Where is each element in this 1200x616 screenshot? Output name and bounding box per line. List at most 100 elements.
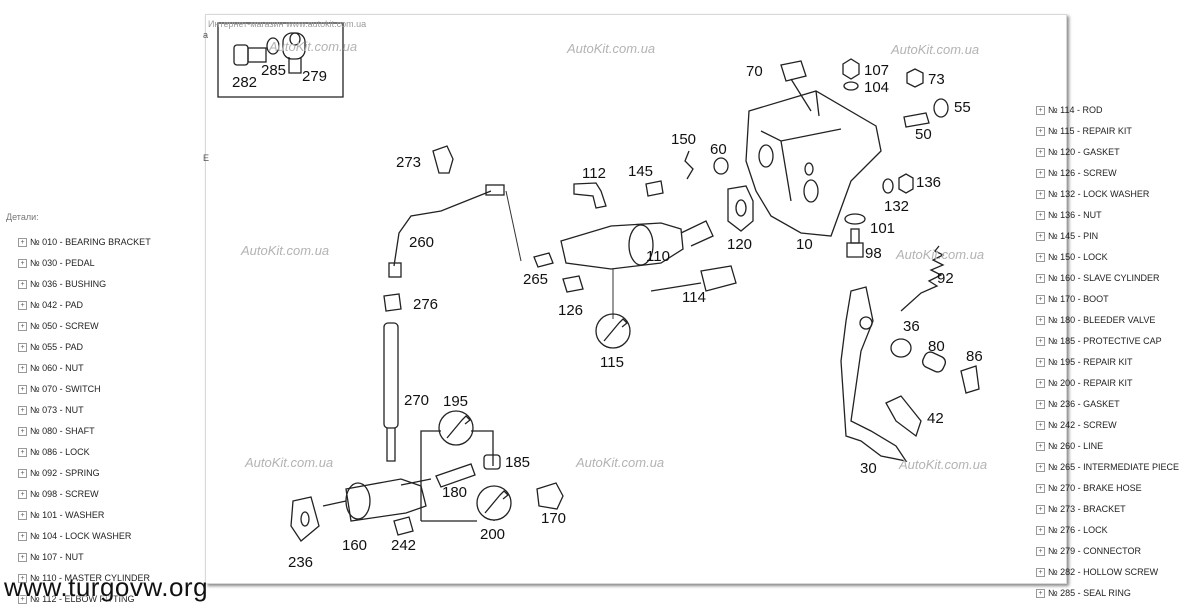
part-list-item[interactable]: +№ 260 - LINE — [1036, 436, 1179, 457]
part-list-item[interactable]: +№ 070 - SWITCH — [18, 379, 151, 400]
watermarks: AutoKit.com.ua AutoKit.com.ua AutoKit.co… — [240, 39, 987, 472]
part-126-screw — [562, 275, 584, 293]
callout-92: 92 — [937, 270, 954, 287]
part-list-item[interactable]: +№ 107 - NUT — [18, 547, 151, 568]
callout-114: 114 — [682, 289, 706, 306]
expand-icon[interactable]: + — [1036, 589, 1045, 598]
part-list-item[interactable]: +№ 120 - GASKET — [1036, 142, 1179, 163]
part-list-item[interactable]: +№ 104 - LOCK WASHER — [18, 526, 151, 547]
expand-icon[interactable]: + — [1036, 106, 1045, 115]
part-list-item[interactable]: +№ 180 - BLEEDER VALVE — [1036, 310, 1179, 331]
part-list-item[interactable]: +№ 270 - BRAKE HOSE — [1036, 478, 1179, 499]
part-list-label: № 060 - NUT — [30, 363, 84, 373]
part-list-item[interactable]: +№ 242 - SCREW — [1036, 415, 1179, 436]
part-list-label: № 086 - LOCK — [30, 447, 90, 457]
watermark-2: AutoKit.com.ua — [566, 41, 655, 56]
watermark-6: AutoKit.com.ua — [244, 455, 333, 470]
expand-icon[interactable]: + — [1036, 358, 1045, 367]
expand-icon[interactable]: + — [18, 532, 27, 541]
part-list-item[interactable]: +№ 236 - GASKET — [1036, 394, 1179, 415]
expand-icon[interactable]: + — [18, 553, 27, 562]
expand-icon[interactable]: + — [1036, 253, 1045, 262]
expand-icon[interactable]: + — [1036, 400, 1045, 409]
expand-icon[interactable]: + — [18, 259, 27, 268]
part-185-protective-cap — [483, 454, 501, 470]
part-list-item[interactable]: +№ 092 - SPRING — [18, 463, 151, 484]
watermark-4: AutoKit.com.ua — [240, 243, 329, 258]
part-098-screw — [846, 228, 864, 258]
part-list-item[interactable]: +№ 115 - REPAIR KIT — [1036, 121, 1179, 142]
expand-icon[interactable]: + — [1036, 295, 1045, 304]
expand-icon[interactable]: + — [1036, 568, 1045, 577]
expand-icon[interactable]: + — [1036, 337, 1045, 346]
expand-icon[interactable]: + — [18, 385, 27, 394]
expand-icon[interactable]: + — [1036, 463, 1045, 472]
part-list-item[interactable]: +№ 160 - SLAVE CYLINDER — [1036, 268, 1179, 289]
expand-icon[interactable]: + — [18, 280, 27, 289]
part-list-item[interactable]: +№ 132 - LOCK WASHER — [1036, 184, 1179, 205]
part-list-item[interactable]: +№ 185 - PROTECTIVE CAP — [1036, 331, 1179, 352]
part-list-item[interactable]: +№ 101 - WASHER — [18, 505, 151, 526]
part-list-item[interactable]: +№ 060 - NUT — [18, 358, 151, 379]
part-list-item[interactable]: +№ 273 - BRACKET — [1036, 499, 1179, 520]
expand-icon[interactable]: + — [1036, 211, 1045, 220]
expand-icon[interactable]: + — [1036, 484, 1045, 493]
part-list-item[interactable]: +№ 086 - LOCK — [18, 442, 151, 463]
part-list-item[interactable]: +№ 170 - BOOT — [1036, 289, 1179, 310]
part-list-item[interactable]: +№ 150 - LOCK — [1036, 247, 1179, 268]
part-list-item[interactable]: +№ 282 - HOLLOW SCREW — [1036, 562, 1179, 583]
part-list-item[interactable]: +№ 110 - MASTER CYLINDER — [18, 568, 151, 589]
part-list-item[interactable]: +№ 126 - SCREW — [1036, 163, 1179, 184]
part-list-item[interactable]: +№ 200 - REPAIR KIT — [1036, 373, 1179, 394]
part-list-item[interactable]: +№ 285 - SEAL RING — [1036, 583, 1179, 604]
expand-icon[interactable]: + — [1036, 379, 1045, 388]
part-list-label: № 195 - REPAIR KIT — [1048, 357, 1133, 367]
part-list-label: № 101 - WASHER — [30, 510, 105, 520]
callout-273: 273 — [396, 154, 421, 171]
part-list-item[interactable]: +№ 030 - PEDAL — [18, 253, 151, 274]
expand-icon[interactable]: + — [18, 574, 27, 583]
part-list-item[interactable]: +№ 136 - NUT — [1036, 205, 1179, 226]
callout-276: 276 — [413, 296, 438, 313]
expand-icon[interactable]: + — [1036, 169, 1045, 178]
part-list-item[interactable]: +№ 036 - BUSHING — [18, 274, 151, 295]
expand-icon[interactable]: + — [1036, 190, 1045, 199]
expand-icon[interactable]: + — [18, 448, 27, 457]
part-list-item[interactable]: +№ 145 - PIN — [1036, 226, 1179, 247]
part-list-item[interactable]: +№ 276 - LOCK — [1036, 520, 1179, 541]
expand-icon[interactable]: + — [18, 490, 27, 499]
part-list-item[interactable]: +№ 279 - CONNECTOR — [1036, 541, 1179, 562]
expand-icon[interactable]: + — [18, 343, 27, 352]
part-list-item[interactable]: +№ 010 - BEARING BRACKET — [18, 232, 151, 253]
expand-icon[interactable]: + — [1036, 547, 1045, 556]
part-list-item[interactable]: +№ 195 - REPAIR KIT — [1036, 352, 1179, 373]
part-list-item[interactable]: +№ 050 - SCREW — [18, 316, 151, 337]
expand-icon[interactable]: + — [1036, 505, 1045, 514]
part-list-item[interactable]: +№ 055 - PAD — [18, 337, 151, 358]
expand-icon[interactable]: + — [1036, 526, 1045, 535]
expand-icon[interactable]: + — [18, 511, 27, 520]
expand-icon[interactable]: + — [1036, 442, 1045, 451]
expand-icon[interactable]: + — [1036, 127, 1045, 136]
expand-icon[interactable]: + — [1036, 148, 1045, 157]
part-list-item[interactable]: +№ 042 - PAD — [18, 295, 151, 316]
part-list-label: № 110 - MASTER CYLINDER — [30, 573, 151, 583]
part-list-item[interactable]: +№ 112 - ELBOW FITTING — [18, 589, 151, 610]
expand-icon[interactable]: + — [1036, 274, 1045, 283]
expand-icon[interactable]: + — [18, 301, 27, 310]
expand-icon[interactable]: + — [18, 238, 27, 247]
expand-icon[interactable]: + — [1036, 232, 1045, 241]
part-list-item[interactable]: +№ 114 - ROD — [1036, 100, 1179, 121]
expand-icon[interactable]: + — [1036, 316, 1045, 325]
expand-icon[interactable]: + — [1036, 421, 1045, 430]
expand-icon[interactable]: + — [18, 322, 27, 331]
part-list-item[interactable]: +№ 073 - NUT — [18, 400, 151, 421]
expand-icon[interactable]: + — [18, 364, 27, 373]
expand-icon[interactable]: + — [18, 406, 27, 415]
expand-icon[interactable]: + — [18, 469, 27, 478]
part-list-item[interactable]: +№ 098 - SCREW — [18, 484, 151, 505]
part-list-item[interactable]: +№ 265 - INTERMEDIATE PIECE — [1036, 457, 1179, 478]
expand-icon[interactable]: + — [18, 427, 27, 436]
expand-icon[interactable]: + — [18, 595, 27, 604]
part-list-item[interactable]: +№ 080 - SHAFT — [18, 421, 151, 442]
